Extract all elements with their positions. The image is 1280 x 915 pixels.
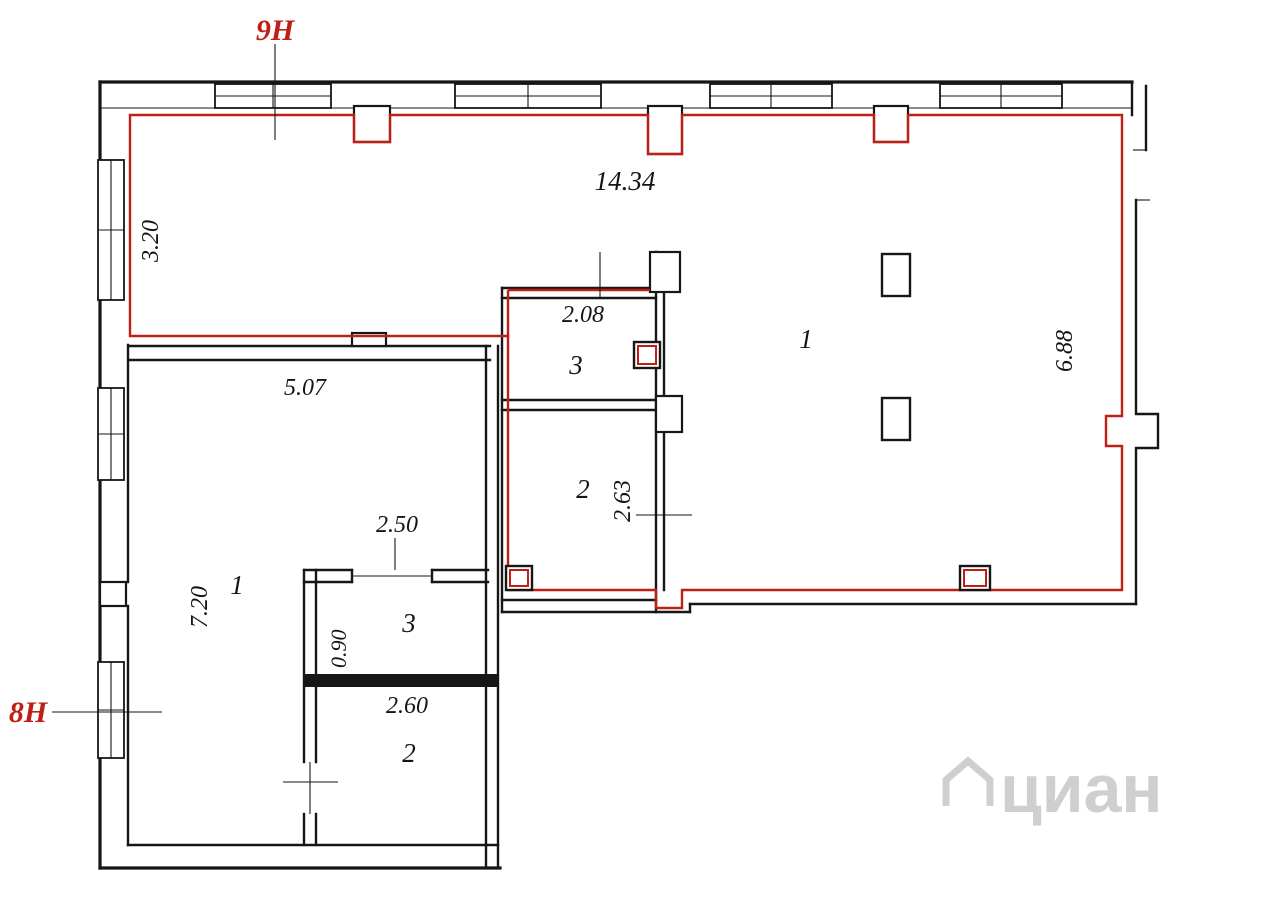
dim-left-strip-height: 3.20	[138, 220, 164, 263]
room-number-8-3: 3	[401, 608, 416, 638]
room-number-9-3: 3	[568, 350, 583, 380]
dim-room8-3-height: 0.90	[326, 630, 351, 669]
dim-room8-opening: 2.50	[376, 512, 418, 538]
column	[880, 252, 912, 298]
pillar	[648, 250, 682, 294]
pillar	[646, 104, 684, 156]
dim-room8-2-width: 2.60	[386, 693, 428, 719]
watermark: циан	[942, 751, 1163, 827]
dim-room8-1-width: 5.07	[284, 375, 327, 401]
unit9-label: 9Н	[256, 14, 296, 47]
dim-room8-1-height: 7.20	[187, 586, 213, 628]
top-wall-pillars	[352, 104, 910, 156]
right-wall	[1134, 198, 1160, 606]
dim-room9-2-height: 2.63	[610, 480, 636, 522]
outer-walls	[98, 80, 1160, 870]
doors	[504, 340, 992, 592]
room-number-9-1: 1	[799, 324, 813, 354]
room-number-8-1: 1	[230, 570, 244, 600]
dim-top-width: 14.34	[595, 166, 656, 196]
watermark-text: циан	[1000, 751, 1163, 827]
wall-niche	[98, 580, 128, 608]
watermark-house-icon	[942, 756, 994, 806]
column	[880, 396, 912, 442]
pillar	[872, 104, 910, 144]
unit9-interior-walls	[500, 250, 912, 614]
dim-right-height: 6.88	[1052, 330, 1078, 372]
dim-room9-3-width: 2.08	[562, 302, 604, 328]
room-number-8-2: 2	[402, 738, 416, 768]
room-number-9-2: 2	[576, 474, 590, 504]
unit8-walls	[128, 331, 500, 870]
unit9-outline	[128, 113, 1124, 610]
leader-lines	[52, 44, 692, 783]
pillar	[654, 394, 684, 434]
labels: 9Н 8Н 14.34 3.20 5.07 2.08 6.88 2.50 2.6…	[9, 14, 1078, 768]
unit9-boundary	[128, 113, 1124, 610]
pillar	[352, 104, 392, 144]
thick-wall	[304, 674, 498, 687]
windows	[97, 83, 1063, 759]
unit8-label: 8Н	[9, 696, 49, 729]
